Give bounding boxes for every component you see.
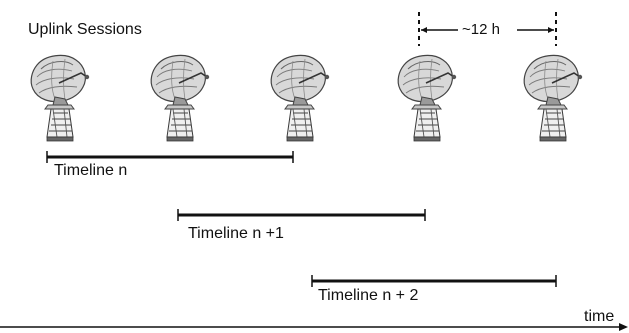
interval-label: ~12 h	[462, 21, 500, 38]
antenna-icon	[270, 54, 331, 142]
antenna-icon	[150, 54, 210, 142]
antenna-icon	[30, 54, 90, 142]
time-axis-arrowhead	[619, 323, 628, 331]
timeline-label: Timeline n	[54, 162, 128, 179]
interval-left-arrowhead	[421, 27, 427, 33]
timeline-label: Timeline n +1	[188, 225, 284, 242]
time-axis-label: time	[584, 308, 615, 325]
antenna-icon	[523, 54, 584, 142]
interval-right-arrowhead	[548, 27, 554, 33]
timeline-label: Timeline n + 2	[318, 287, 419, 304]
diagram-title: Uplink Sessions	[28, 21, 142, 38]
antenna-icon	[397, 54, 458, 142]
